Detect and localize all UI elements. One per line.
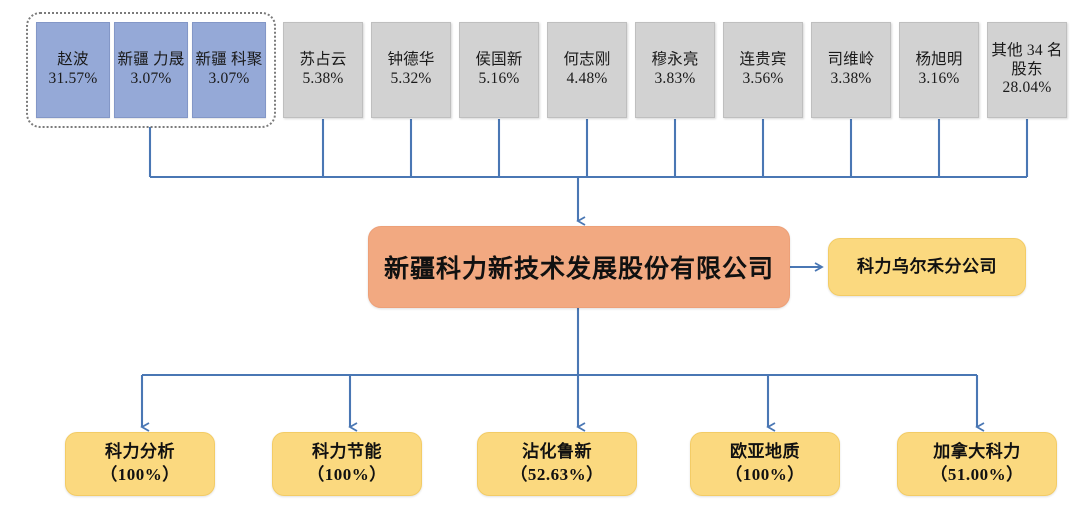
shareholder-percent: 28.04% xyxy=(1002,79,1052,97)
shareholder-name: 其他 34 名股东 xyxy=(991,41,1063,78)
controlling-shareholder-group-outline xyxy=(26,12,276,128)
subsidiary-percent: （51.00%） xyxy=(930,465,1024,484)
shareholder-name: 杨旭明 xyxy=(915,51,963,69)
shareholder-name: 苏占云 xyxy=(299,51,347,69)
shareholder-percent: 31.57% xyxy=(48,70,98,87)
shareholder-name: 新疆 科聚 xyxy=(195,51,263,69)
company-box[interactable]: 新疆科力新技术发展股份有限公司 xyxy=(368,226,790,308)
shareholder-name: 连贵宾 xyxy=(739,51,787,69)
shareholder-name: 司维岭 xyxy=(827,51,875,69)
subsidiary-name: 加拿大科力 xyxy=(933,442,1021,462)
subsidiary-name: 科力分析 xyxy=(105,442,175,462)
subsidiary-name: 欧亚地质 xyxy=(730,442,800,462)
shareholder-name: 何志刚 xyxy=(563,51,611,69)
shareholder-percent: 5.38% xyxy=(302,70,344,87)
shareholder-percent: 3.16% xyxy=(918,70,960,87)
shareholder-name: 侯国新 xyxy=(475,51,523,69)
shareholder-percent: 5.16% xyxy=(478,70,520,87)
shareholder-percent: 5.32% xyxy=(390,70,432,87)
shareholder-percent: 3.56% xyxy=(742,70,784,87)
shareholder-percent: 3.38% xyxy=(830,70,872,87)
shareholder-name: 赵波 xyxy=(57,51,89,69)
subsidiary-percent: （100%） xyxy=(725,465,805,484)
subsidiary-box-2[interactable]: 沾化鲁新 （52.63%） xyxy=(477,432,637,496)
subsidiary-percent: （52.63%） xyxy=(510,465,604,484)
subsidiary-name: 沾化鲁新 xyxy=(522,442,592,462)
shareholder-name: 穆永亮 xyxy=(651,51,699,69)
subsidiary-box-3[interactable]: 欧亚地质 （100%） xyxy=(690,432,840,496)
branch-label: 科力乌尔禾分公司 xyxy=(857,256,997,276)
branch-box[interactable]: 科力乌尔禾分公司 xyxy=(828,238,1026,296)
company-label: 新疆科力新技术发展股份有限公司 xyxy=(383,256,774,283)
subsidiary-percent: （100%） xyxy=(100,465,180,484)
shareholder-percent: 3.07% xyxy=(208,70,250,87)
shareholder-percent: 4.48% xyxy=(566,70,608,87)
subsidiary-box-4[interactable]: 加拿大科力 （51.00%） xyxy=(897,432,1057,496)
shareholder-name: 新疆 力晟 xyxy=(117,51,185,69)
subsidiary-name: 科力节能 xyxy=(312,442,382,462)
subsidiary-box-0[interactable]: 科力分析 （100%） xyxy=(65,432,215,496)
subsidiary-percent: （100%） xyxy=(307,465,387,484)
shareholder-percent: 3.07% xyxy=(130,70,172,87)
shareholder-name: 钟德华 xyxy=(387,51,435,69)
shareholder-percent: 3.83% xyxy=(654,70,696,87)
subsidiary-box-1[interactable]: 科力节能 （100%） xyxy=(272,432,422,496)
